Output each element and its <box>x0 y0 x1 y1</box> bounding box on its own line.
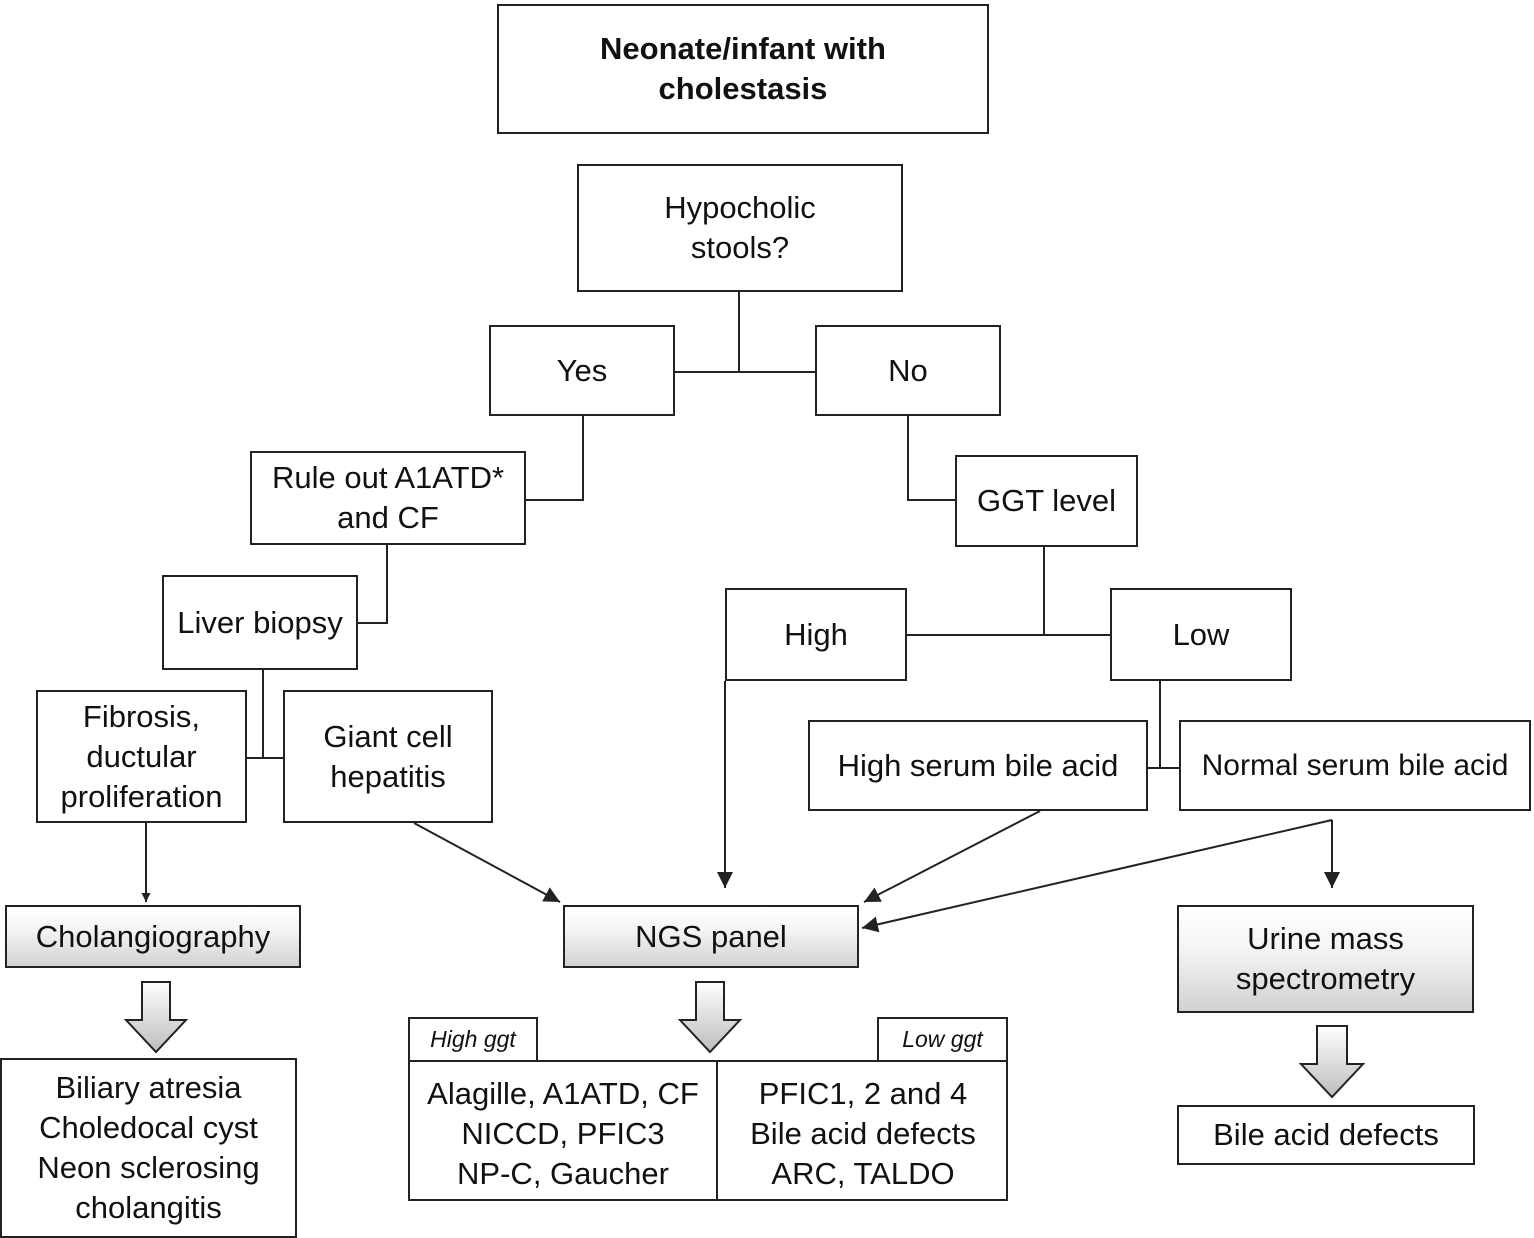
fibrosis-label: Fibrosis, ductular proliferation <box>60 698 223 814</box>
liver-biopsy-box: Liver biopsy <box>162 575 358 670</box>
no-box: No <box>815 325 1001 416</box>
giant-cell-box: Giant cell hepatitis <box>283 690 493 823</box>
connector-yes-ruleout <box>526 416 584 501</box>
connector-no-ggt <box>907 416 955 501</box>
rule-out-label: Rule out A1ATD* and CF <box>271 460 505 535</box>
connector-question-split <box>675 292 815 373</box>
high-serum-box: High serum bile acid <box>808 720 1148 811</box>
bile-acid-defects-label: Bile acid defects <box>1213 1117 1439 1152</box>
rule-out-box: Rule out A1ATD* and CF <box>250 451 526 545</box>
biliary-outcomes-label: Biliary atresia Choledocal cyst Neon scl… <box>37 1070 260 1225</box>
biliary-outcomes-box: Biliary atresia Choledocal cyst Neon scl… <box>0 1058 297 1238</box>
arrow-highserum-ngs <box>863 810 1041 903</box>
giant-cell-label: Giant cell hepatitis <box>323 718 453 794</box>
question-label: Hypocholic stools? <box>664 190 816 265</box>
urine-ms-label: Urine mass spectrometry <box>1235 921 1416 996</box>
yes-box: Yes <box>489 325 675 416</box>
cholangiography-label: Cholangiography <box>35 918 271 954</box>
ggt-high-box: High <box>725 588 907 681</box>
ggt-high-label: High <box>784 616 848 652</box>
normal-serum-label: Normal serum bile acid <box>1201 748 1509 782</box>
start-box: Neonate/infant with cholestasis <box>497 4 989 134</box>
ggt-level-box: GGT level <box>955 455 1138 547</box>
connector-low-serum <box>1148 681 1179 769</box>
normal-serum-box: Normal serum bile acid <box>1179 720 1531 811</box>
fat-arrow-ngs <box>677 981 743 1054</box>
bile-acid-defects-box: Bile acid defects <box>1177 1105 1475 1165</box>
low-ggt-list: PFIC1, 2 and 4 Bile acid defects ARC, TA… <box>750 1076 976 1191</box>
yes-label: Yes <box>556 352 608 388</box>
ngs-results-box: Alagille, A1ATD, CF NICCD, PFIC3 NP-C, G… <box>408 1060 1008 1201</box>
ggt-level-label: GGT level <box>977 483 1116 518</box>
high-ggt-list: Alagille, A1ATD, CF NICCD, PFIC3 NP-C, G… <box>427 1076 699 1191</box>
connector-biopsy-findings <box>247 670 283 759</box>
high-serum-label: High serum bile acid <box>837 747 1119 783</box>
connector-ruleout-biopsy <box>358 545 388 624</box>
ggt-low-box: Low <box>1110 588 1292 681</box>
no-label: No <box>888 352 928 388</box>
arrow-normalserum-ngs <box>861 819 1333 933</box>
liver-biopsy-label: Liver biopsy <box>177 604 343 640</box>
urine-ms-box: Urine mass spectrometry <box>1177 905 1474 1013</box>
question-box: Hypocholic stools? <box>577 164 903 292</box>
ngs-panel-box: NGS panel <box>563 905 859 968</box>
ggt-low-label: Low <box>1172 616 1230 652</box>
fat-arrow-cholangiography <box>123 981 189 1054</box>
arrow-giantcell-ngs <box>413 822 561 903</box>
ngs-results-divider <box>716 1062 718 1199</box>
fat-arrow-urine <box>1298 1025 1366 1099</box>
ngs-panel-label: NGS panel <box>635 918 787 954</box>
connector-ggt-split <box>907 547 1110 636</box>
low-ggt-tab: Low ggt <box>877 1017 1008 1062</box>
fibrosis-box: Fibrosis, ductular proliferation <box>36 690 247 823</box>
start-label: Neonate/infant with cholestasis <box>600 31 886 106</box>
cholangiography-box: Cholangiography <box>5 905 301 968</box>
high-ggt-tab: High ggt <box>408 1017 538 1062</box>
